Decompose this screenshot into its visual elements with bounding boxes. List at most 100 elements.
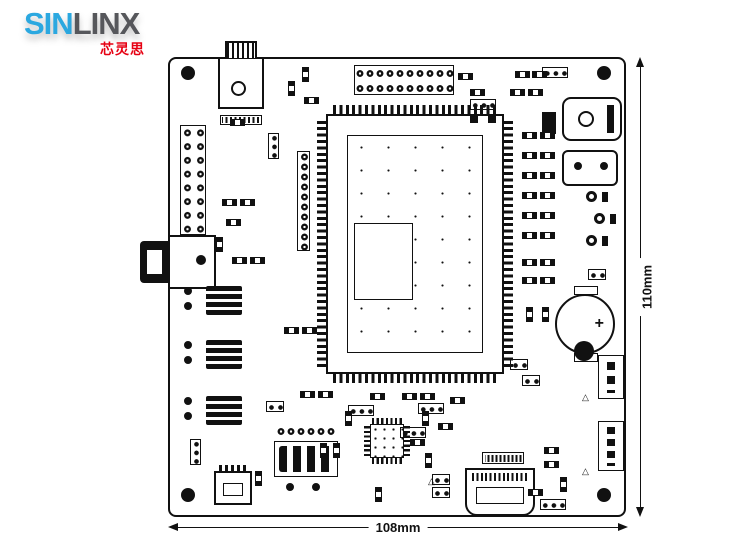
transformer-pin-row [276,425,336,438]
passive-footprint [544,461,559,468]
pin-header-2 [510,359,528,370]
soc-pin-row-bottom [333,374,497,383]
passive-footprint [522,152,537,159]
soc-pin-row-left [317,121,326,367]
micro-usb-footprint [214,465,252,505]
passive-footprint [438,423,453,430]
passive-footprint [450,397,465,404]
battery-center-pad [574,341,594,361]
logo-subtitle: 芯灵思 [100,41,145,57]
passive-footprint [318,391,333,398]
passive-footprint [526,307,533,322]
transistor-footprint [586,233,610,249]
soc-pin-row-top [333,105,497,114]
passive-footprint [320,443,327,458]
passive-footprint [410,439,425,446]
passive-footprint [540,172,555,179]
solder-pad [184,397,192,405]
soc-body-outline [326,114,504,374]
transistor-footprint [594,211,618,227]
fpc-pin-row [472,473,528,481]
power-connector-pad [196,255,206,265]
passive-footprint [420,393,435,400]
passive-footprint [232,257,247,264]
solder-pad [470,115,478,123]
solder-pad [184,287,192,295]
passive-footprint [470,89,485,96]
qfn-pin-row-right [404,426,410,456]
audio-jack-footprint [218,41,264,109]
pin-header-3 [348,405,374,416]
passive-footprint [522,277,537,284]
passive-footprint [425,453,432,468]
pin-header-3 [268,133,279,159]
pin-header-2x10 [354,65,454,95]
logo-wordmark: SINLINX [24,8,145,39]
pin-header-2 [432,474,450,485]
passive-footprint [250,257,265,264]
mounting-hole [597,66,611,80]
soc-center-pad [354,223,413,300]
passive-footprint [375,487,382,502]
passive-footprint [255,471,262,486]
transformer-footprint [274,425,338,503]
qfn-body-outline [370,424,404,458]
dc-jack-pin [578,111,594,127]
passive-footprint [540,277,555,284]
fpc-connector-footprint [465,468,535,516]
solder-pad [286,483,294,491]
micro-usb-pins [219,465,247,472]
dimension-width-label: 108mm [368,520,428,535]
passive-footprint [370,393,385,400]
pin-header-3 [190,439,201,465]
pin-header-2 [432,487,450,498]
mounting-hole [597,488,611,502]
audio-jack-pad [231,81,246,96]
passive-footprint [540,132,555,139]
usb-pin-pads [206,286,242,315]
usb-pin-pads [206,340,242,369]
passive-footprint [458,73,473,80]
passive-footprint [240,199,255,206]
passive-footprint [528,89,543,96]
passive-footprint [515,71,530,78]
pin-header-1x10 [297,151,310,251]
polarity-mark: △ [582,392,589,402]
dimension-height-label: 110mm [639,257,655,317]
passive-footprint [540,192,555,199]
terminal-connector [598,355,624,399]
passive-footprint [300,391,315,398]
passive-footprint [540,152,555,159]
pin-header-3 [540,499,566,510]
passive-footprint [284,327,299,334]
solder-pad [542,112,556,134]
passive-footprint [333,443,340,458]
passive-footprint [288,81,295,96]
passive-footprint [522,132,537,139]
usb-pin-pads [206,396,242,425]
pin-header-2 [266,401,284,412]
passive-footprint [528,489,543,496]
usb-connector-footprint [182,339,258,370]
qfn-pin-row-left [364,426,370,456]
sinlinx-logo: SINLINX 芯灵思 [24,8,145,56]
passive-footprint [302,67,309,82]
soc-pin-row-right [504,121,513,367]
qfn-pin-row-top [372,418,402,424]
polarity-mark: △ [582,466,589,476]
pin-header-2 [522,375,540,386]
main-soc-footprint [317,105,513,383]
logo-text-dark: LINX [72,6,141,41]
qfn-ic-footprint [364,418,410,464]
passive-footprint [522,259,537,266]
passive-footprint [226,219,241,226]
passive-footprint [304,97,319,104]
power-connector-body [140,241,170,283]
transistor-footprint [586,189,610,205]
qfn-pin-row-bottom [372,458,402,464]
dc-jack-footprint [562,97,622,141]
dimension-width: 108mm [168,520,628,540]
passive-footprint [402,393,417,400]
arrow-left-icon [168,523,178,531]
